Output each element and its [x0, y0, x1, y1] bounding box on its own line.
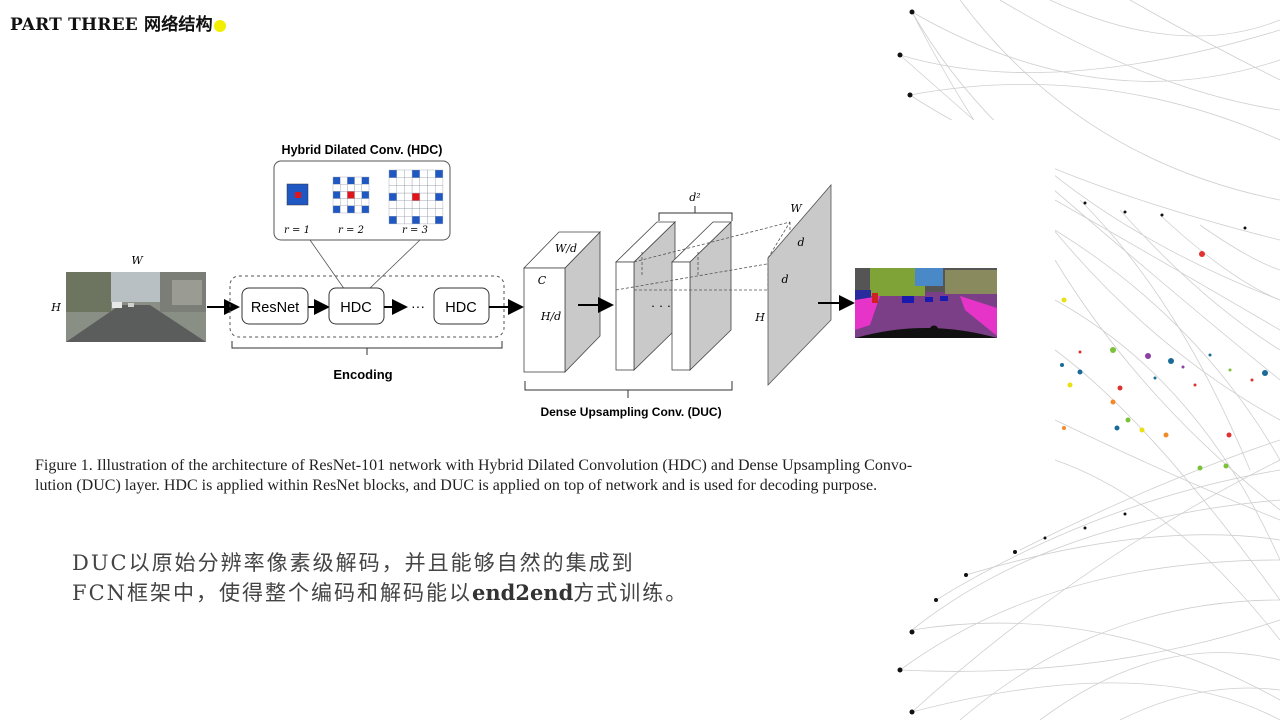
rate-label-r1: r = 1 — [284, 225, 310, 236]
encoding-label: Encoding — [333, 367, 392, 382]
page-title: PART THREE 网络结构 — [10, 10, 226, 35]
feature-width-label: W/d — [555, 242, 577, 255]
kernel-r2 — [332, 176, 370, 214]
output-height-label: H — [754, 311, 765, 324]
output-d-label-1: d — [797, 236, 804, 249]
kernel-r3 — [388, 169, 444, 225]
hdc-label-1: HDC — [340, 300, 371, 316]
duc-slab-1 — [615, 221, 676, 371]
figure-caption: Figure 1. Illustration of the architectu… — [35, 456, 1020, 496]
caption-line-2: lution (DUC) layer. HDC is applied withi… — [35, 477, 878, 494]
duc-label: Dense Upsampling Conv. (DUC) — [540, 405, 721, 419]
output-width-label: W — [790, 202, 803, 215]
page-title-text: PART THREE 网络结构 — [10, 15, 213, 35]
segmentation-output-image — [855, 268, 997, 338]
duc-bracket — [524, 381, 733, 398]
rate-label-r3: r = 3 — [402, 225, 428, 236]
description-bold-term: end2end — [472, 580, 574, 605]
architecture-diagram: Hybrid Dilated Conv. (HDC) r = 1 r = 2 r… — [50, 143, 997, 419]
encoding-ellipsis: ··· — [411, 298, 425, 314]
description-text: DUC以原始分辨率像素级解码，并且能够自然的集成到 FCN框架中，使得整个编码和… — [72, 548, 712, 608]
rate-label-r2: r = 2 — [338, 225, 364, 236]
hdc-callout-title: Hybrid Dilated Conv. (HDC) — [282, 143, 443, 157]
callout-line-left — [309, 239, 346, 291]
title-dot — [213, 19, 226, 32]
architecture-figure: Hybrid Dilated Conv. (HDC) r = 1 r = 2 r… — [0, 120, 1055, 515]
d-squared-bracket — [658, 206, 733, 221]
feature-channel-label: C — [538, 274, 547, 287]
feature-height-label: H/d — [540, 310, 561, 323]
hdc-label-2: HDC — [445, 300, 476, 316]
encoding-dashed-box — [229, 275, 505, 338]
duc-slab-2 — [671, 221, 732, 371]
encoding-bracket — [231, 341, 503, 355]
duc-dots: · · · — [651, 298, 671, 313]
resnet-label: ResNet — [251, 300, 299, 316]
description-line-1: DUC以原始分辨率像素级解码，并且能够自然的集成到 — [72, 551, 635, 575]
output-d-label-2: d — [781, 273, 788, 286]
feature-map-block — [523, 231, 601, 373]
duc-output-plane — [767, 183, 832, 386]
callout-line-right — [367, 239, 421, 291]
description-line-2-pre: FCN框架中，使得整个编码和解码能以 — [72, 581, 473, 605]
input-width-label: W — [131, 254, 144, 267]
input-height-label: H — [50, 301, 61, 314]
description-line-2-post: 方式训练。 — [573, 581, 689, 605]
kernel-r1 — [286, 183, 309, 206]
description-line-2: FCN框架中，使得整个编码和解码能以end2end方式训练。 — [72, 578, 712, 608]
caption-line-1: Figure 1. Illustration of the architectu… — [35, 457, 913, 474]
d-squared-label: d² — [689, 191, 700, 204]
input-street-image — [66, 272, 206, 342]
